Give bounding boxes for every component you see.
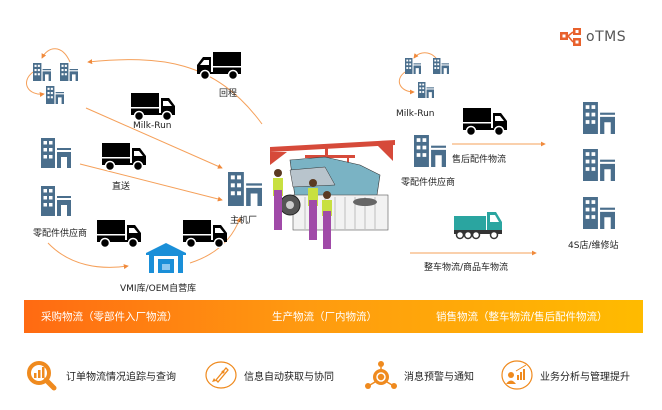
milk-run-loop-arrow [41, 48, 71, 63]
label-milk-run-left: Milk-Run [133, 121, 172, 131]
building-icon [414, 135, 446, 167]
otms-logo: oTMS [560, 28, 626, 46]
search-chart-icon [27, 361, 57, 391]
label-direct-delivery: 直送 [112, 182, 131, 192]
feature-alerts: 消息预警与通知 [364, 360, 474, 390]
milk-run-loop-arrow-right [398, 71, 415, 95]
label-parts-supplier-left: 零配件供应商 [33, 229, 88, 239]
truck-icon [463, 108, 507, 136]
phase-procurement-logistics: 采购物流（零部件入厂物流） [41, 311, 178, 323]
phase-production-logistics: 生产物流（厂内物流） [272, 311, 377, 323]
feature-label: 业务分析与管理提升 [540, 371, 630, 383]
building-icon [60, 63, 78, 81]
building-icon [228, 172, 262, 206]
building-icon [41, 186, 71, 216]
label-vmi-warehouse: VMI库/OEM自营库 [120, 284, 197, 294]
truck-icon [102, 143, 146, 171]
building-icon [418, 82, 434, 98]
label-oem-plant: 主机厂 [230, 216, 258, 226]
flow-arrows [26, 48, 546, 270]
truck-icon [97, 220, 141, 248]
label-milk-run-right: Milk-Run [396, 109, 435, 119]
return-trip-arrow [87, 59, 263, 125]
feature-label: 订单物流情况追踪与查询 [66, 371, 176, 383]
milk-run-loop-arrow [26, 71, 45, 97]
logistics-phase-band: 采购物流（零部件入厂物流） 生产物流（厂内物流） 销售物流（整车物流/售后配件物… [24, 300, 643, 333]
truck-icon [183, 220, 227, 248]
building-icon [581, 197, 617, 229]
milk-run-arrow [85, 107, 223, 169]
building-icon [46, 86, 64, 104]
building-icon [33, 63, 51, 81]
rocket-icon [205, 361, 237, 389]
alert-network-icon [365, 361, 397, 389]
worker-figure [308, 179, 318, 240]
worker-figure [273, 169, 283, 230]
truck-icon [197, 52, 241, 80]
feature-label: 信息自动获取与协同 [244, 371, 334, 383]
assembly-line-illustration [270, 140, 395, 249]
logo-text: oTMS [586, 29, 627, 45]
building-icon [433, 58, 449, 74]
car-carrier-truck-icon [454, 212, 502, 240]
label-parts-supplier-right: 零配件供应商 [401, 178, 456, 188]
label-aftersales-parts-logistics: 售后配件物流 [452, 155, 507, 165]
feature-order-tracking: 订单物流情况追踪与查询 [26, 360, 176, 391]
warehouse-icon [146, 243, 186, 273]
building-icon [41, 138, 71, 168]
supplier-to-vmi-arrow [47, 242, 129, 270]
direct-delivery-arrow [79, 163, 223, 202]
worker-figure [322, 191, 332, 249]
feature-business-analysis: 业务分析与管理提升 [500, 360, 630, 390]
label-vehicle-logistics: 整车物流/商品车物流 [424, 263, 509, 273]
label-return-trip: 回程 [219, 89, 238, 99]
label-dealer-service: 4S店/维修站 [568, 241, 619, 251]
truck-icon [131, 93, 175, 121]
building-icon [581, 102, 617, 134]
building-icon [405, 58, 421, 74]
building-icon [581, 149, 617, 181]
feature-label: 消息预警与通知 [404, 371, 474, 383]
phase-sales-logistics: 销售物流（整车物流/售后配件物流） [436, 311, 608, 323]
otms-logo-icon [560, 28, 581, 46]
feature-info-sync: 信息自动获取与协同 [204, 360, 334, 390]
analytics-person-icon [501, 360, 533, 390]
